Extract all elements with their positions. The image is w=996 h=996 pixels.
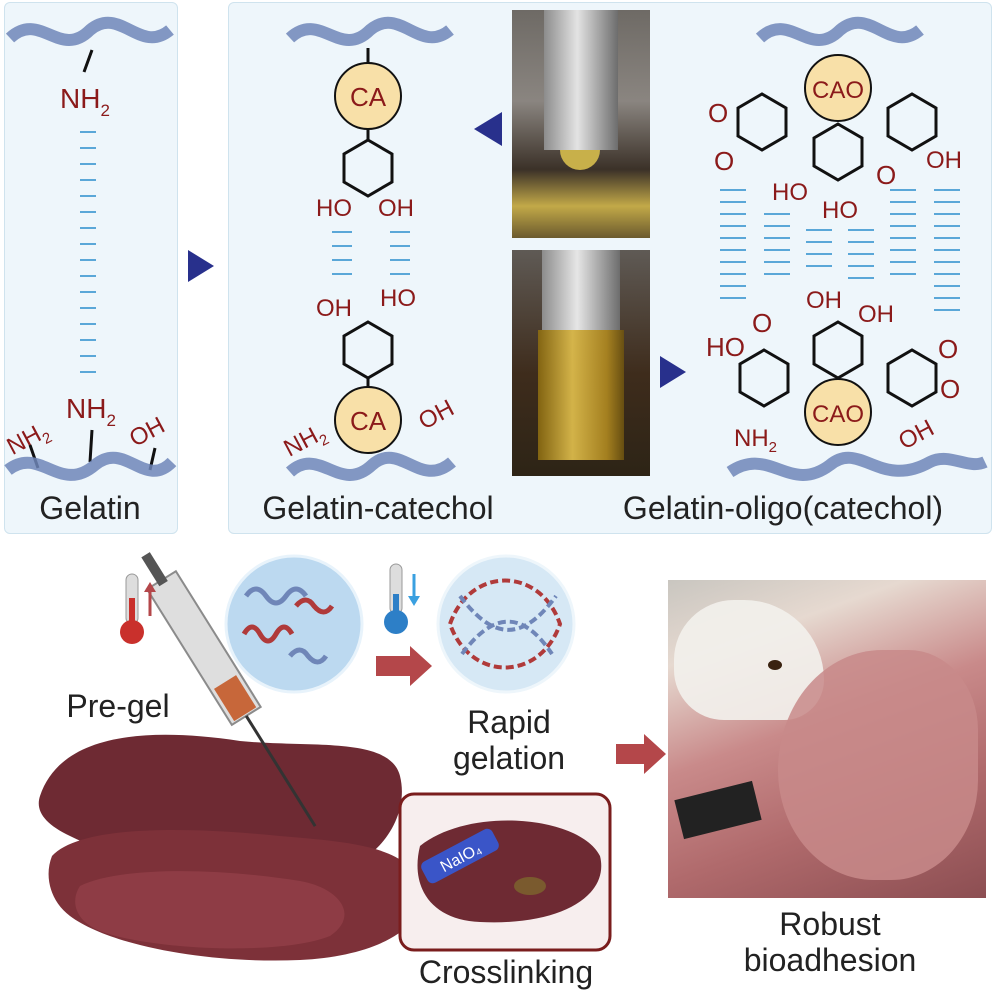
network-bubble (436, 554, 576, 694)
quinone-o-2: O (714, 146, 734, 176)
arrow-to-bioadhesion (616, 734, 666, 774)
lung-tissue (38, 734, 422, 961)
cao-label-bottom: CAO (812, 401, 864, 428)
oligo-top-chain (755, 16, 924, 46)
arrow-gelatin-to-catechol (188, 250, 214, 282)
catechol-oh-side: OH (414, 395, 458, 436)
gelatin-oligo-catechol-label: Gelatin-oligo(catechol) (622, 490, 944, 526)
oligo-hbond-dashes (720, 189, 960, 311)
gelatin-top-chain (5, 16, 174, 46)
catechol-mid-top (812, 122, 864, 182)
catechol-ho-top: HO (316, 195, 352, 222)
benzene-ring-top (342, 138, 394, 198)
robust-bioadhesion-label: Robust bioadhesion (743, 906, 917, 978)
rheometer-photo-top (512, 10, 650, 238)
oligo-oh-top: OH (926, 147, 962, 174)
gelatin-nh2-top: NH2 (60, 83, 110, 120)
syringe (141, 552, 317, 827)
quinone-o-4: O (752, 308, 772, 338)
gelatin-bottom-chain (4, 451, 177, 481)
quinone-left-top (736, 92, 788, 152)
cao-circle-bottom (804, 378, 872, 446)
catechol-top-chain (285, 16, 454, 46)
oligo-ho-2: HO (822, 197, 858, 224)
gelatin-catechol-label: Gelatin-catechol (262, 490, 494, 526)
quinone-right-top (886, 92, 938, 152)
oligo-bottom-chain (726, 451, 988, 481)
oligo-oh-mid-2: OH (858, 301, 894, 328)
thermometer-hot-icon (120, 573, 156, 644)
quinone-o-6: O (940, 374, 960, 404)
catechol-oh-top: OH (378, 195, 414, 222)
quinone-o-3: O (876, 160, 896, 190)
cao-label-top: CAO (812, 77, 864, 104)
ca-label-top: CA (350, 82, 387, 112)
chemistry-diagram: NH2 NH2 NH2 OH CA HO OH OH HO CA NH2 OH (2, 16, 988, 481)
thermometer-cold-icon (384, 563, 420, 634)
lung-adhesion-photo (668, 580, 986, 898)
quinone-o-5: O (938, 334, 958, 364)
ca-label-bottom: CA (350, 406, 387, 436)
cao-circle-top (804, 54, 872, 122)
arrow-photo-to-catechol (474, 112, 502, 146)
benzene-ring-bottom (342, 320, 394, 380)
gelatin-label: Gelatin (39, 490, 141, 526)
catechol-hbond-dashes (332, 231, 410, 275)
random-coil-bubble (224, 554, 364, 694)
gelatin-nh2-bottom: NH2 (66, 393, 116, 430)
ca-circle-bottom (334, 386, 402, 454)
oligo-ho-1: HO (772, 179, 808, 206)
gelatin-hbond-dashes (80, 131, 96, 373)
crosslinking-label: Crosslinking (418, 954, 594, 990)
oligo-nh2: NH2 (734, 425, 777, 456)
arrow-photo-to-oligo (660, 356, 686, 388)
quinone-right-bottom (886, 348, 938, 408)
catechol-bottom-chain (285, 451, 456, 481)
gelatin-oh: OH (125, 412, 169, 453)
oligo-oh-mid-1: OH (806, 287, 842, 314)
pre-gel-label: Pre-gel (66, 688, 170, 724)
oligo-oh-side: OH (894, 415, 938, 456)
bottom-illustration: NaIO₄ (38, 552, 666, 961)
oligo-ho-bottom: HO (706, 332, 745, 362)
catechol-mid-bottom (812, 320, 864, 380)
catechol-oh-bottom: OH (316, 295, 352, 322)
quinone-o-1: O (708, 98, 728, 128)
quinone-left-bottom (738, 348, 790, 408)
rapid-gelation-label: Rapid gelation (452, 704, 566, 776)
arrow-to-gelation (376, 646, 432, 686)
rheometer-photo-bottom (512, 250, 650, 476)
catechol-ho-bottom: HO (380, 285, 416, 312)
